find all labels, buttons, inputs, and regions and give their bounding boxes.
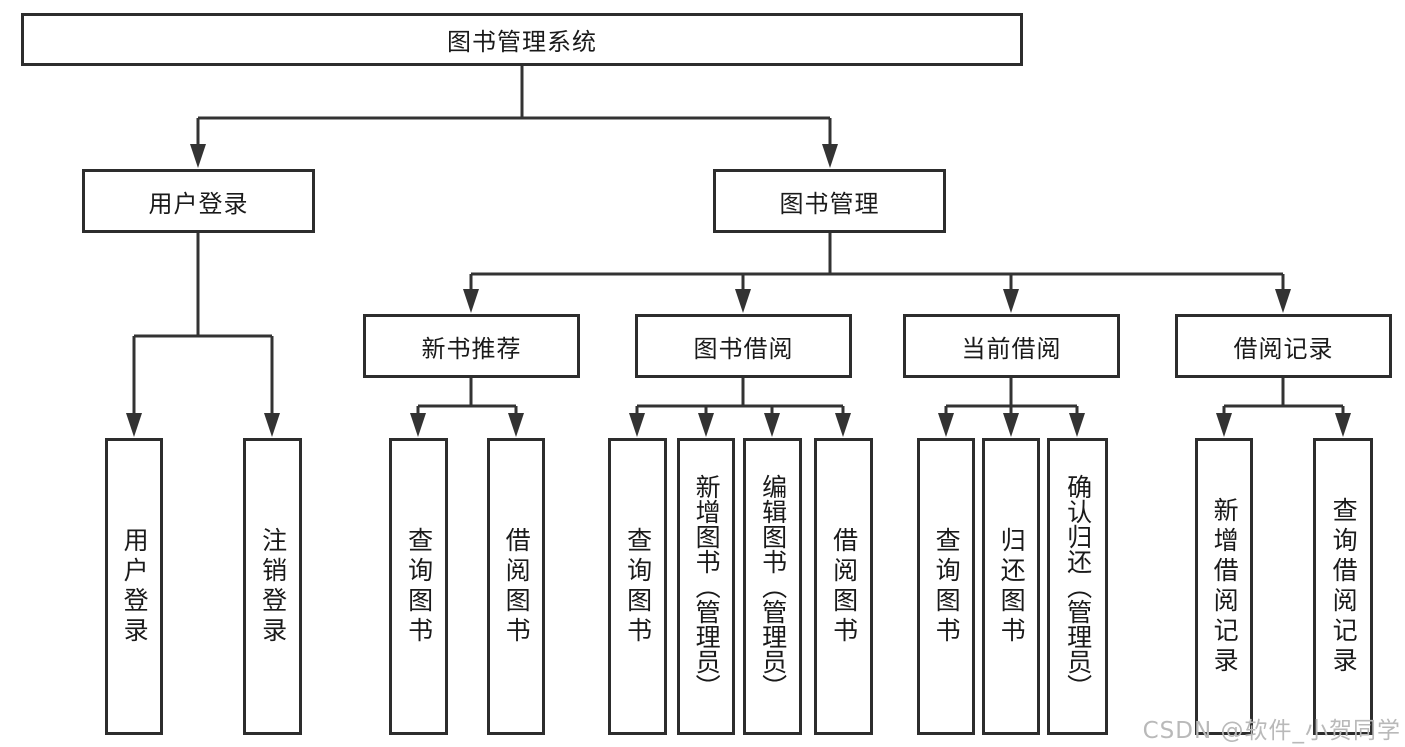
node-user-login: 用户登录 (82, 169, 315, 233)
leaf-borrow-books-label: 借阅图书 (829, 526, 859, 647)
leaf-logout-label: 注销登录 (258, 526, 288, 647)
leaf-query-borrow-record: 查询借阅记录 (1313, 438, 1373, 735)
leaf-return-books-label: 归还图书 (997, 526, 1027, 647)
leaf-user-login: 用户登录 (105, 438, 163, 735)
node-book-borrowing: 图书借阅 (635, 314, 852, 378)
node-new-book-recommend: 新书推荐 (363, 314, 580, 378)
leaf-logout: 注销登录 (243, 438, 302, 735)
leaf-borrow-books: 借阅图书 (814, 438, 873, 735)
leaf-confirm-return-admin-label: 确认归还（管理员） (1063, 474, 1093, 699)
leaf-query-books-recommend: 查询图书 (389, 438, 448, 735)
leaf-edit-books-admin-label: 编辑图书（管理员） (758, 474, 788, 699)
leaf-confirm-return-admin: 确认归还（管理员） (1047, 438, 1108, 735)
node-book-borrowing-label: 图书借阅 (693, 334, 794, 363)
node-library-management-system-label: 图书管理系统 (447, 28, 597, 56)
node-user-login-label: 用户登录 (148, 189, 249, 218)
leaf-query-books-borrow-label: 查询图书 (623, 526, 653, 647)
node-library-management-system: 图书管理系统 (21, 13, 1023, 66)
leaf-query-books-borrow: 查询图书 (608, 438, 667, 735)
node-book-management-label: 图书管理 (779, 189, 880, 218)
leaf-query-books-current: 查询图书 (917, 438, 975, 735)
leaf-add-borrow-record-label: 新增借阅记录 (1210, 496, 1240, 677)
leaf-edit-books-admin: 编辑图书（管理员） (743, 438, 802, 735)
watermark: CSDN @软件_小贺同学 (1142, 718, 1401, 744)
leaf-add-borrow-record: 新增借阅记录 (1195, 438, 1253, 735)
leaf-query-borrow-record-label: 查询借阅记录 (1329, 496, 1359, 677)
node-borrowing-records: 借阅记录 (1175, 314, 1392, 378)
node-current-borrowing-label: 当前借阅 (961, 334, 1062, 363)
leaf-add-books-admin-label: 新增图书（管理员） (692, 474, 722, 699)
leaf-add-books-admin: 新增图书（管理员） (677, 438, 735, 735)
leaf-return-books: 归还图书 (982, 438, 1040, 735)
node-current-borrowing: 当前借阅 (903, 314, 1120, 378)
node-borrowing-records-label: 借阅记录 (1233, 334, 1334, 363)
leaf-query-books-recommend-label: 查询图书 (404, 526, 434, 647)
leaf-borrow-books-recommend-label: 借阅图书 (502, 526, 532, 647)
leaf-borrow-books-recommend: 借阅图书 (487, 438, 545, 735)
node-new-book-recommend-label: 新书推荐 (421, 334, 522, 363)
leaf-user-login-label: 用户登录 (120, 526, 150, 647)
leaf-query-books-current-label: 查询图书 (932, 526, 962, 647)
node-book-management: 图书管理 (713, 169, 946, 233)
